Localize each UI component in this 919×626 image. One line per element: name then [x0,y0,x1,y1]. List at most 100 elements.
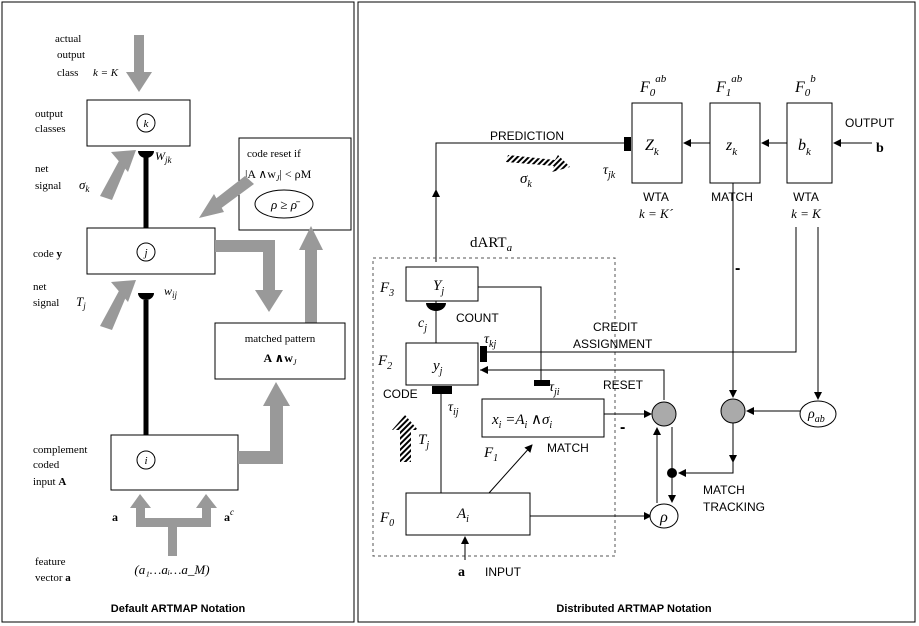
output-classes-label-1: output [35,108,63,120]
matched-pattern-box [214,322,346,380]
sigma-k-hatched-arrow [506,155,570,172]
code-to-match-arrow [215,240,283,312]
wta-label-2: WTA [793,190,819,204]
net-signal-label-2: signal [35,180,61,192]
tau-jk-label: τjk [603,163,616,181]
actual-output-label-3: class [57,67,78,79]
bk-label: bk [798,137,812,158]
feature-vector: (a₁…aᵢ…a_M) [134,562,209,577]
credit-assignment-line [487,227,797,353]
count-label: COUNT [456,311,499,325]
right-panel-frame [357,1,916,623]
left-caption: Default ARTMAP Notation [111,603,246,615]
Tj-arrow-left [100,280,136,330]
credit-label-1: CREDIT [593,320,638,334]
match-mid-label: MATCH [547,441,589,455]
match-node-to-junction-line [680,462,734,474]
node-k [136,113,156,133]
tau-kj-synapse [480,346,487,362]
F0b-label: F0b [794,73,816,99]
right-caption: Distributed ARTMAP Notation [556,603,711,615]
tau-ji-label: τji [549,380,560,398]
rho-node [649,503,679,529]
match-to-reset-arrow [299,226,323,324]
credit-label-2: ASSIGNMENT [573,337,653,351]
W-jk-label: Wjk [155,149,173,165]
rho-condition-ellipse [254,189,314,219]
a-input-label: a [458,565,465,580]
output-classes-label-2: classes [35,123,66,135]
net-signal-label-1: net [35,163,48,175]
bk-box [786,102,833,184]
net-signal-2-label-1: net [33,281,46,293]
node-i-label: i [144,455,147,467]
code-label: CODE [383,387,418,401]
xi-formula: xi =Ai ∧σi [491,412,552,431]
synapse-Wjk [138,151,154,158]
reset-line [480,369,665,400]
reset-label: RESET [603,378,644,392]
yj-box [405,342,479,386]
reset-arrow-left [199,176,254,218]
matched-pattern-formula: A ∧wJ [264,351,297,367]
node-j [136,242,156,262]
left-panel-frame [1,1,355,623]
cj-label: cj [418,316,427,334]
complement-label-3: input A [33,476,66,488]
Yj-label: Yj [433,278,444,297]
zk-box [709,102,761,184]
Ai-label: Ai [456,506,469,525]
tau-jk-synapse [624,137,631,151]
minus-mid: - [620,419,625,436]
F0ab-label: F0ab [639,73,667,99]
rho-ab-label: ρab [807,407,825,425]
rho-label: ρ [659,509,668,526]
node-j-label: j [142,247,147,259]
actual-output-label-2: output [57,49,85,61]
tau-kj-label: τkj [484,332,496,350]
F1-label: F1 [483,445,498,464]
node-k-label: k [144,118,150,130]
rho-ab-node [799,400,837,428]
tau-ji-synapse [534,380,550,386]
net-signal-2-label-2: signal [33,297,59,309]
a-left-label: a [112,510,118,524]
yj-label: yj [431,358,443,377]
feature-split-arrows [130,494,217,556]
F2-label: F2 [377,353,392,372]
Yj-to-tauji-line [478,286,542,380]
matched-pattern-label: matched pattern [245,333,316,345]
T-j-left: Tj [76,294,86,311]
sigma-arrow-left [100,150,136,200]
F1ab-label: F1ab [715,73,743,99]
code-reset-condition: |A ∧wJ| < ρM [245,167,312,183]
feature-label-2: vector a [35,572,71,584]
match-tracking-label-1: MATCH [703,483,745,497]
match-tracking-label-2: TRACKING [703,500,765,514]
output-label: OUTPUT [845,116,895,130]
Zk-box [631,102,683,184]
minus-top: - [735,260,740,277]
prediction-label: PREDICTION [490,129,564,143]
k-eq-K-right: k = K [791,206,822,221]
input-label: INPUT [485,565,522,579]
node-i [136,450,156,470]
F3-label: F3 [379,280,394,299]
Tj-hatched-arrow [392,415,418,462]
sigma-k-left: σk [79,177,90,194]
tau-ij-label: τij [448,400,459,418]
code-reset-label: code reset if [247,148,301,160]
F0-label: F0 [379,510,394,529]
Zk-label: Zk [645,137,660,158]
tau-ij-synapse [432,386,452,394]
w-ij-label: wij [164,284,178,300]
complement-coded-box [110,434,239,491]
Yj-box [405,266,479,302]
reset-node [651,401,677,427]
Ai-to-xi-arrow [488,444,533,494]
Ai-box [405,492,531,536]
match-top-label: MATCH [711,190,753,204]
feature-label-1: feature [35,556,66,568]
k-equals-K-left: k = K [93,67,119,79]
